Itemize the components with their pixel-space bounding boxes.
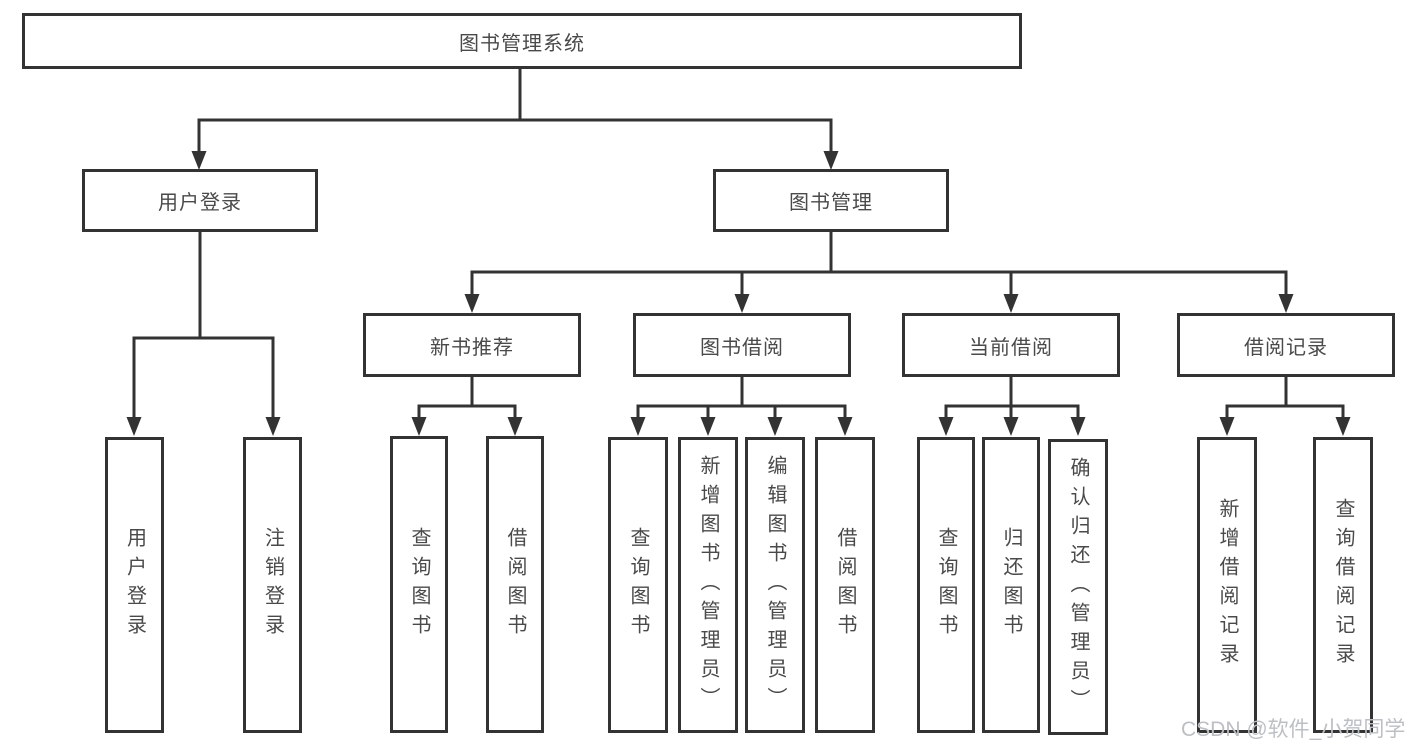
leaf-records-query-record: 查询借阅记录 [1313, 437, 1373, 733]
node-label: 新书推荐 [430, 336, 514, 359]
node-root: 图书管理系统 [22, 13, 1022, 69]
arrow-icon [507, 417, 523, 436]
arrow-icon [191, 151, 207, 170]
node-label: 注销登录 [261, 527, 284, 643]
leaf-current-return-books: 归还图书 [982, 437, 1040, 733]
node-book-management: 图书管理 [713, 169, 949, 232]
leaf-current-confirm-return-admin: 确认归还（管理员） [1048, 439, 1108, 735]
node-label: 确认归还（管理员） [1067, 456, 1089, 718]
arrow-icon [1335, 417, 1351, 436]
node-book-borrow: 图书借阅 [633, 313, 851, 377]
leaf-borrow-query-books: 查询图书 [608, 437, 668, 733]
node-label: 用户登录 [123, 527, 146, 643]
node-label: 图书管理 [789, 192, 873, 214]
arrow-icon [630, 417, 646, 436]
node-label: 图书借阅 [700, 336, 784, 359]
arrow-icon [734, 294, 750, 313]
arrow-icon [126, 417, 142, 436]
leaf-current-query-books: 查询图书 [917, 437, 975, 733]
node-label: 编辑图书（管理员） [764, 454, 786, 716]
connector-records-children [1219, 375, 1351, 436]
connector-borrow-children [630, 375, 853, 436]
leaf-recommend-borrow-books: 借阅图书 [486, 436, 544, 733]
node-current-borrow: 当前借阅 [902, 313, 1120, 377]
node-label: 借阅记录 [1244, 336, 1328, 359]
leaf-borrow-borrow-books: 借阅图书 [815, 437, 875, 733]
connector-current-children [938, 375, 1086, 436]
arrow-icon [411, 417, 427, 436]
leaf-recommend-query-books: 查询图书 [390, 436, 448, 733]
leaf-records-add-record: 新增借阅记录 [1197, 437, 1257, 733]
node-new-book-recommend: 新书推荐 [363, 313, 581, 377]
connector-user-login-children [126, 230, 281, 436]
node-label: 新增图书（管理员） [697, 454, 719, 716]
node-label: 图书管理系统 [459, 32, 585, 55]
leaf-borrow-edit-books-admin: 编辑图书（管理员） [745, 437, 805, 733]
node-label: 查询图书 [627, 527, 649, 643]
node-label: 用户登录 [158, 192, 242, 214]
leaf-user-login: 用户登录 [105, 437, 164, 733]
arrow-icon [1003, 417, 1019, 436]
arrow-icon [1003, 294, 1019, 313]
node-user-login: 用户登录 [82, 169, 318, 232]
node-label: 查询图书 [935, 527, 957, 643]
connector-root-to-level2 [191, 67, 839, 170]
node-label: 当前借阅 [969, 336, 1053, 359]
node-label: 查询图书 [408, 526, 430, 643]
arrow-icon [1278, 294, 1294, 313]
node-label: 归还图书 [1000, 527, 1022, 643]
arrow-icon [1070, 417, 1086, 436]
watermark: CSDN @软件_小贺同学 [1181, 718, 1405, 741]
arrow-icon [1219, 417, 1235, 436]
arrow-icon [767, 417, 783, 436]
arrow-icon [265, 417, 281, 436]
arrow-icon [464, 294, 480, 313]
connector-recommend-children [411, 375, 523, 436]
leaf-borrow-add-books-admin: 新增图书（管理员） [678, 437, 738, 733]
arrow-icon [823, 151, 839, 170]
node-label: 借阅图书 [834, 527, 856, 643]
arrow-icon [938, 417, 954, 436]
node-label: 新增借阅记录 [1216, 498, 1238, 672]
leaf-logout: 注销登录 [243, 437, 302, 733]
arrow-icon [700, 417, 716, 436]
node-label: 借阅图书 [504, 526, 526, 643]
arrow-icon [837, 417, 853, 436]
connector-book-mgmt-children [464, 230, 1294, 313]
node-borrow-records: 借阅记录 [1177, 313, 1395, 377]
node-label: 查询借阅记录 [1332, 498, 1354, 672]
